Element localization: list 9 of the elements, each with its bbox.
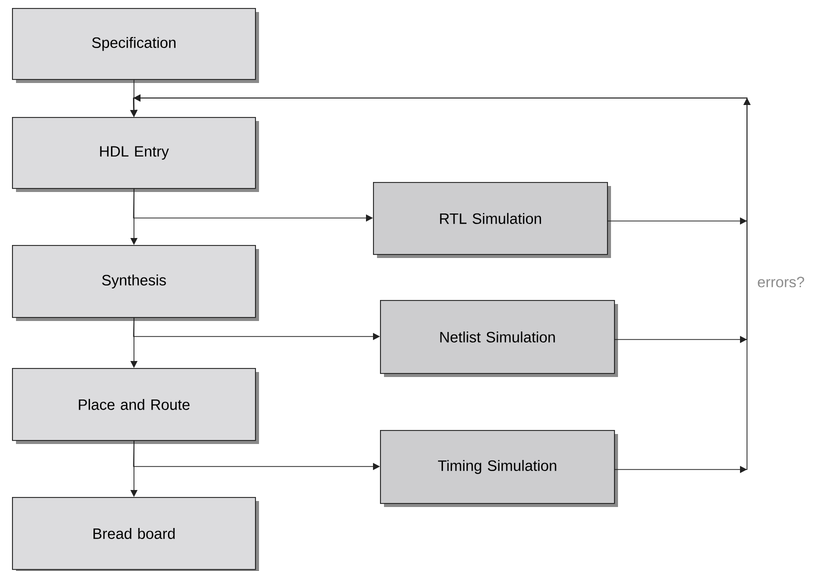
process-box: Place and Route	[12, 368, 259, 444]
process-box: HDL Entry	[12, 117, 259, 192]
process-box: Bread board	[12, 497, 259, 571]
process-box: Synthesis	[12, 245, 259, 321]
process-box: Netlist Simulation	[380, 300, 618, 377]
process-box: RTL Simulation	[373, 182, 611, 258]
process-box: Timing Simulation	[380, 430, 618, 507]
process-box: Specification	[12, 8, 259, 83]
note-text: errors?	[758, 276, 804, 288]
